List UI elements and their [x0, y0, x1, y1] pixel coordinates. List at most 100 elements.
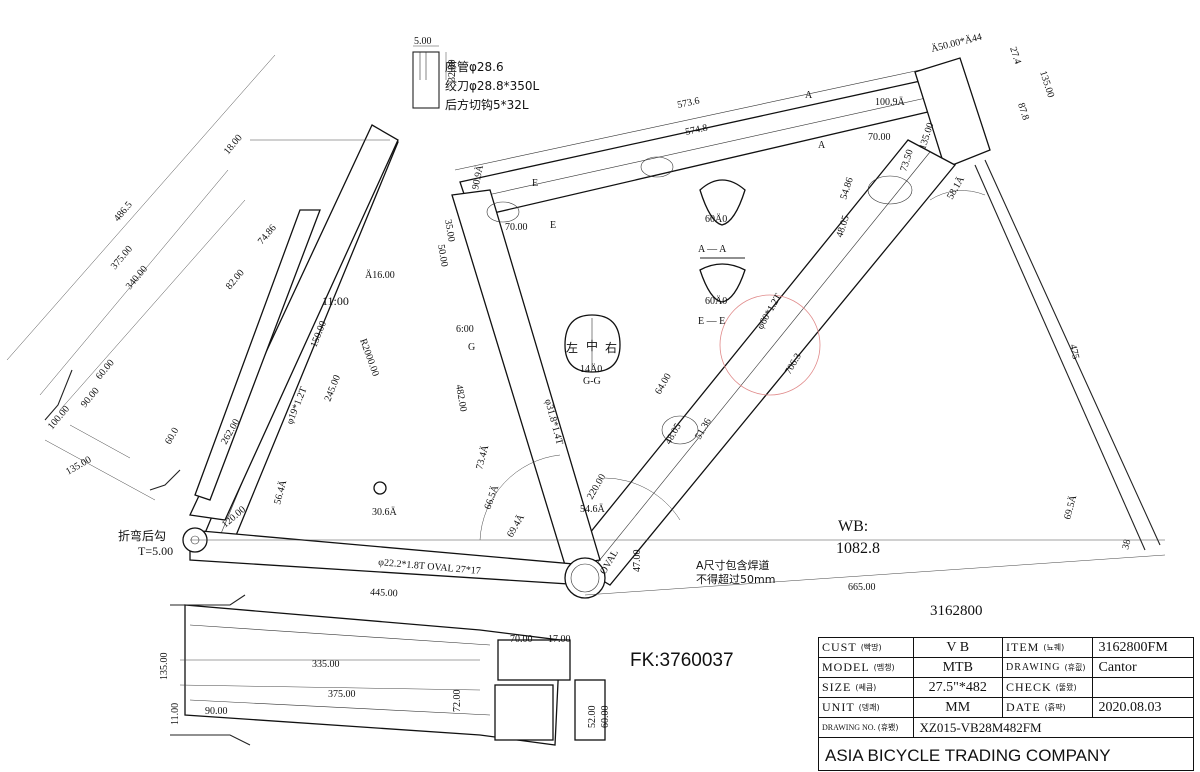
dim-ht-70: 70.00 — [868, 132, 891, 143]
unit-label-kr: (뎅쾌) — [858, 703, 880, 712]
title-row-model: MODEL (뗌쳉) MTB DRAWING (휴흾) Cantor — [819, 658, 1193, 678]
dim-st-angle: 73.4Ä — [473, 443, 491, 471]
weld-note-line-2: 不得超过50mm — [696, 573, 776, 586]
model-label-kr: (뗌쳉) — [873, 663, 895, 672]
model-label-cell: MODEL (뗌쳉) — [819, 658, 914, 677]
dim-ss-g: G — [468, 342, 475, 353]
dim-bot-60: 60.00 — [600, 706, 611, 729]
section-gg-angle: 14Ä0 — [580, 363, 602, 375]
down-tube — [567, 139, 957, 586]
wheelbase-value: 1082.8 — [836, 540, 880, 557]
section-gg-label: G-G — [583, 376, 601, 387]
section-small — [373, 481, 387, 495]
date-label: DATE — [1006, 700, 1041, 714]
dim-st-35: 35.00 — [442, 219, 457, 243]
dim-rear-4865: 486.5 — [112, 200, 135, 224]
dim-st-a16: Ä16.00 — [365, 269, 395, 281]
section-ee-angle: 60Ä0 — [705, 295, 727, 307]
size-label: SIZE — [822, 680, 852, 694]
fk-code: FK:3760037 — [630, 650, 734, 671]
drawing-no-label: DRAWING NO. — [822, 723, 876, 732]
dim-rear-18: 18.00 — [222, 133, 245, 157]
dim-bot-135: 135.00 — [159, 653, 170, 681]
dim-st-angle-top: 90.9Ä — [469, 163, 486, 190]
chainstay-detail — [170, 594, 606, 746]
dim-st-50: 50.00 — [435, 244, 450, 268]
unit-label: UNIT — [822, 700, 855, 714]
dim-bot-375: 375.00 — [328, 689, 356, 700]
dim-rear-340: 340.00 — [124, 264, 150, 292]
model-value: MTB — [914, 658, 1003, 677]
drawing-label-kr: (휴흾) — [1064, 663, 1086, 672]
dim-bot-72: 72.00 — [452, 690, 463, 713]
title-block: CUST (빡땅) V B ITEM (뇨퀘) 3162800FM MODEL … — [818, 637, 1194, 771]
section-ee-label: E — E — [698, 316, 725, 327]
cust-label-kr: (빡땅) — [860, 643, 882, 652]
item-label-cell: ITEM (뇨퀘) — [1003, 638, 1093, 657]
size-label-cell: SIZE (쎄큼) — [819, 678, 914, 697]
title-row-size: SIZE (쎄큼) 27.5"*482 CHECK (뚤뫘) — [819, 678, 1193, 698]
dim-bot-70: 70.00 — [510, 634, 533, 645]
part-number: 3162800 — [930, 603, 983, 619]
date-label-cell: DATE (흙퍅) — [1003, 698, 1093, 717]
dim-dt-546: 54.6Ä — [580, 503, 606, 515]
seat-tube — [451, 189, 601, 566]
dim-ht-87: 87.8 — [1015, 102, 1031, 122]
label-e-lower: E — [550, 220, 556, 231]
insert-dim-depth: 32.00 — [447, 60, 458, 83]
dim-bot-11: 11.00 — [170, 703, 181, 725]
dim-bb-47: 47.00 — [632, 550, 643, 573]
model-label: MODEL — [822, 660, 870, 674]
title-row-unit: UNIT (뎅쾌) MM DATE (흙퍅) 2020.08.03 — [819, 698, 1193, 718]
insert-note-line-2: 绞刀φ28.8*350L — [445, 79, 540, 93]
dim-ht-135b: 135.00 — [917, 121, 936, 151]
dropout-note: 折弯后勾 — [118, 528, 166, 543]
section-gg — [564, 314, 621, 373]
unit-value: MM — [914, 698, 1003, 717]
size-value: 27.5"*482 — [914, 678, 1003, 697]
dim-ss-1100: 11:00 — [322, 294, 349, 308]
item-label: ITEM — [1006, 640, 1040, 654]
dim-ss-245: 245.00 — [323, 374, 344, 404]
wheelbase-label: WB: — [838, 518, 869, 535]
label-a-lower: A — [818, 140, 826, 151]
dim-rear-56: 56.4Ä — [271, 478, 289, 506]
size-label-kr: (쎄큼) — [855, 683, 877, 692]
unit-label-cell: UNIT (뎅쾌) — [819, 698, 914, 717]
title-row-drawing-no: DRAWING NO. (휴뵀) XZ015-VB28M482FM — [819, 718, 1193, 738]
insert-note-line-1: 座管φ28.6 — [445, 60, 504, 74]
dim-st-482: 482.00 — [453, 384, 469, 413]
seat-insert-detail: 5.00 32.00 — [412, 36, 458, 109]
dim-rear-74: 74.86 — [256, 223, 279, 247]
dim-reach-475: 475 — [1067, 343, 1081, 360]
cust-label: CUST — [822, 640, 857, 654]
section-aa — [699, 179, 746, 226]
dim-rear-82: 82.00 — [224, 268, 247, 292]
weld-note-line-1: A尺寸包含焊道 — [696, 559, 770, 572]
dim-rear-375: 375.00 — [109, 244, 135, 272]
dropout-thickness: T=5.00 — [138, 544, 173, 558]
cross-sections — [373, 179, 746, 495]
dim-bot-90: 90.00 — [205, 706, 228, 717]
rear-view — [6, 54, 399, 521]
section-aa-label: A — A — [698, 244, 727, 255]
dim-wb-665: 665.00 — [848, 582, 876, 593]
dim-bot-335: 335.00 — [312, 659, 340, 670]
dim-rear-90: 90.00 — [79, 386, 102, 410]
dim-rear-100: 100.00 — [46, 404, 72, 432]
cust-label-cell: CUST (빡땅) — [819, 638, 914, 657]
date-value: 2020.08.03 — [1098, 699, 1162, 715]
drawing-label: DRAWING — [1006, 662, 1061, 673]
dim-top-tube-e: 574.8 — [684, 122, 708, 137]
drawing-value: Cantor — [1098, 659, 1137, 675]
dim-ss-r2000: R2000.00 — [357, 337, 381, 378]
title-row-cust: CUST (빡땅) V B ITEM (뇨퀘) 3162800FM — [819, 638, 1193, 658]
company-name: ASIA BICYCLE TRADING COMPANY — [825, 746, 1111, 765]
dim-rear-135: 135.00 — [64, 454, 93, 477]
section-gg-left: 左 — [566, 340, 578, 355]
check-value — [1093, 678, 1193, 697]
dim-top-tube-a: 573.6 — [676, 95, 700, 110]
label-e-top: E — [532, 178, 538, 189]
dim-st-70: 70.00 — [505, 222, 528, 233]
dim-dt-64: 64.00 — [653, 372, 674, 397]
